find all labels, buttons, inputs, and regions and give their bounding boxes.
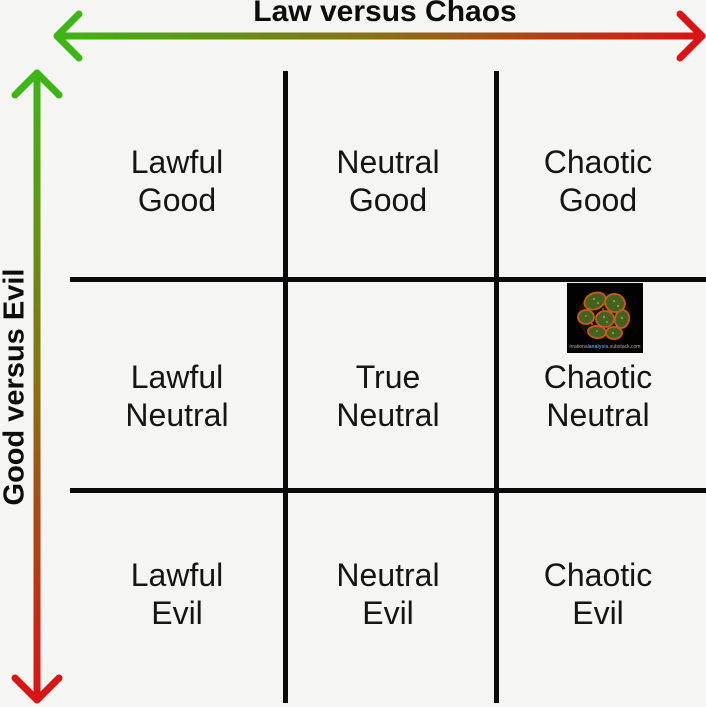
thumbnail-watermark: irrationalanalysis.substack.com xyxy=(567,344,643,350)
cell-true-neutral: True Neutral xyxy=(336,359,440,433)
horizontal-axis-title: Law versus Chaos xyxy=(253,0,517,28)
grid-line-vertical-1 xyxy=(283,71,288,703)
organoid-microscopy-thumbnail: irrationalanalysis.substack.com xyxy=(567,283,643,353)
cell-lawful-evil: Lawful Evil xyxy=(130,557,224,631)
cell-chaotic-evil: Chaotic Evil xyxy=(543,557,653,631)
arrowhead-left-icon xyxy=(53,10,83,62)
law-chaos-arrow xyxy=(53,10,706,62)
arrowhead-top-icon xyxy=(11,69,63,99)
cell-neutral-good: Neutral Good xyxy=(336,144,440,218)
cell-neutral-evil: Neutral Evil xyxy=(336,557,440,631)
grid-line-horizontal-1 xyxy=(70,277,706,282)
watermark-part-2: analysis xyxy=(588,344,609,350)
good-evil-arrow xyxy=(11,69,63,704)
organoid-blob-illustration xyxy=(567,283,643,353)
watermark-part-1: irrational xyxy=(569,344,589,350)
cell-chaotic-good: Chaotic Good xyxy=(543,144,653,218)
cell-chaotic-neutral: Chaotic Neutral xyxy=(543,359,653,433)
arrowhead-bottom-icon xyxy=(11,674,63,704)
grid-line-horizontal-2 xyxy=(70,488,706,493)
watermark-part-3: .substack.com xyxy=(608,344,641,350)
cell-lawful-neutral: Lawful Neutral xyxy=(125,359,229,433)
cell-lawful-good: Lawful Good xyxy=(130,144,224,218)
arrowhead-right-icon xyxy=(676,10,706,62)
grid-line-vertical-2 xyxy=(494,71,499,703)
vertical-axis-title: Good versus Evil xyxy=(0,268,31,506)
